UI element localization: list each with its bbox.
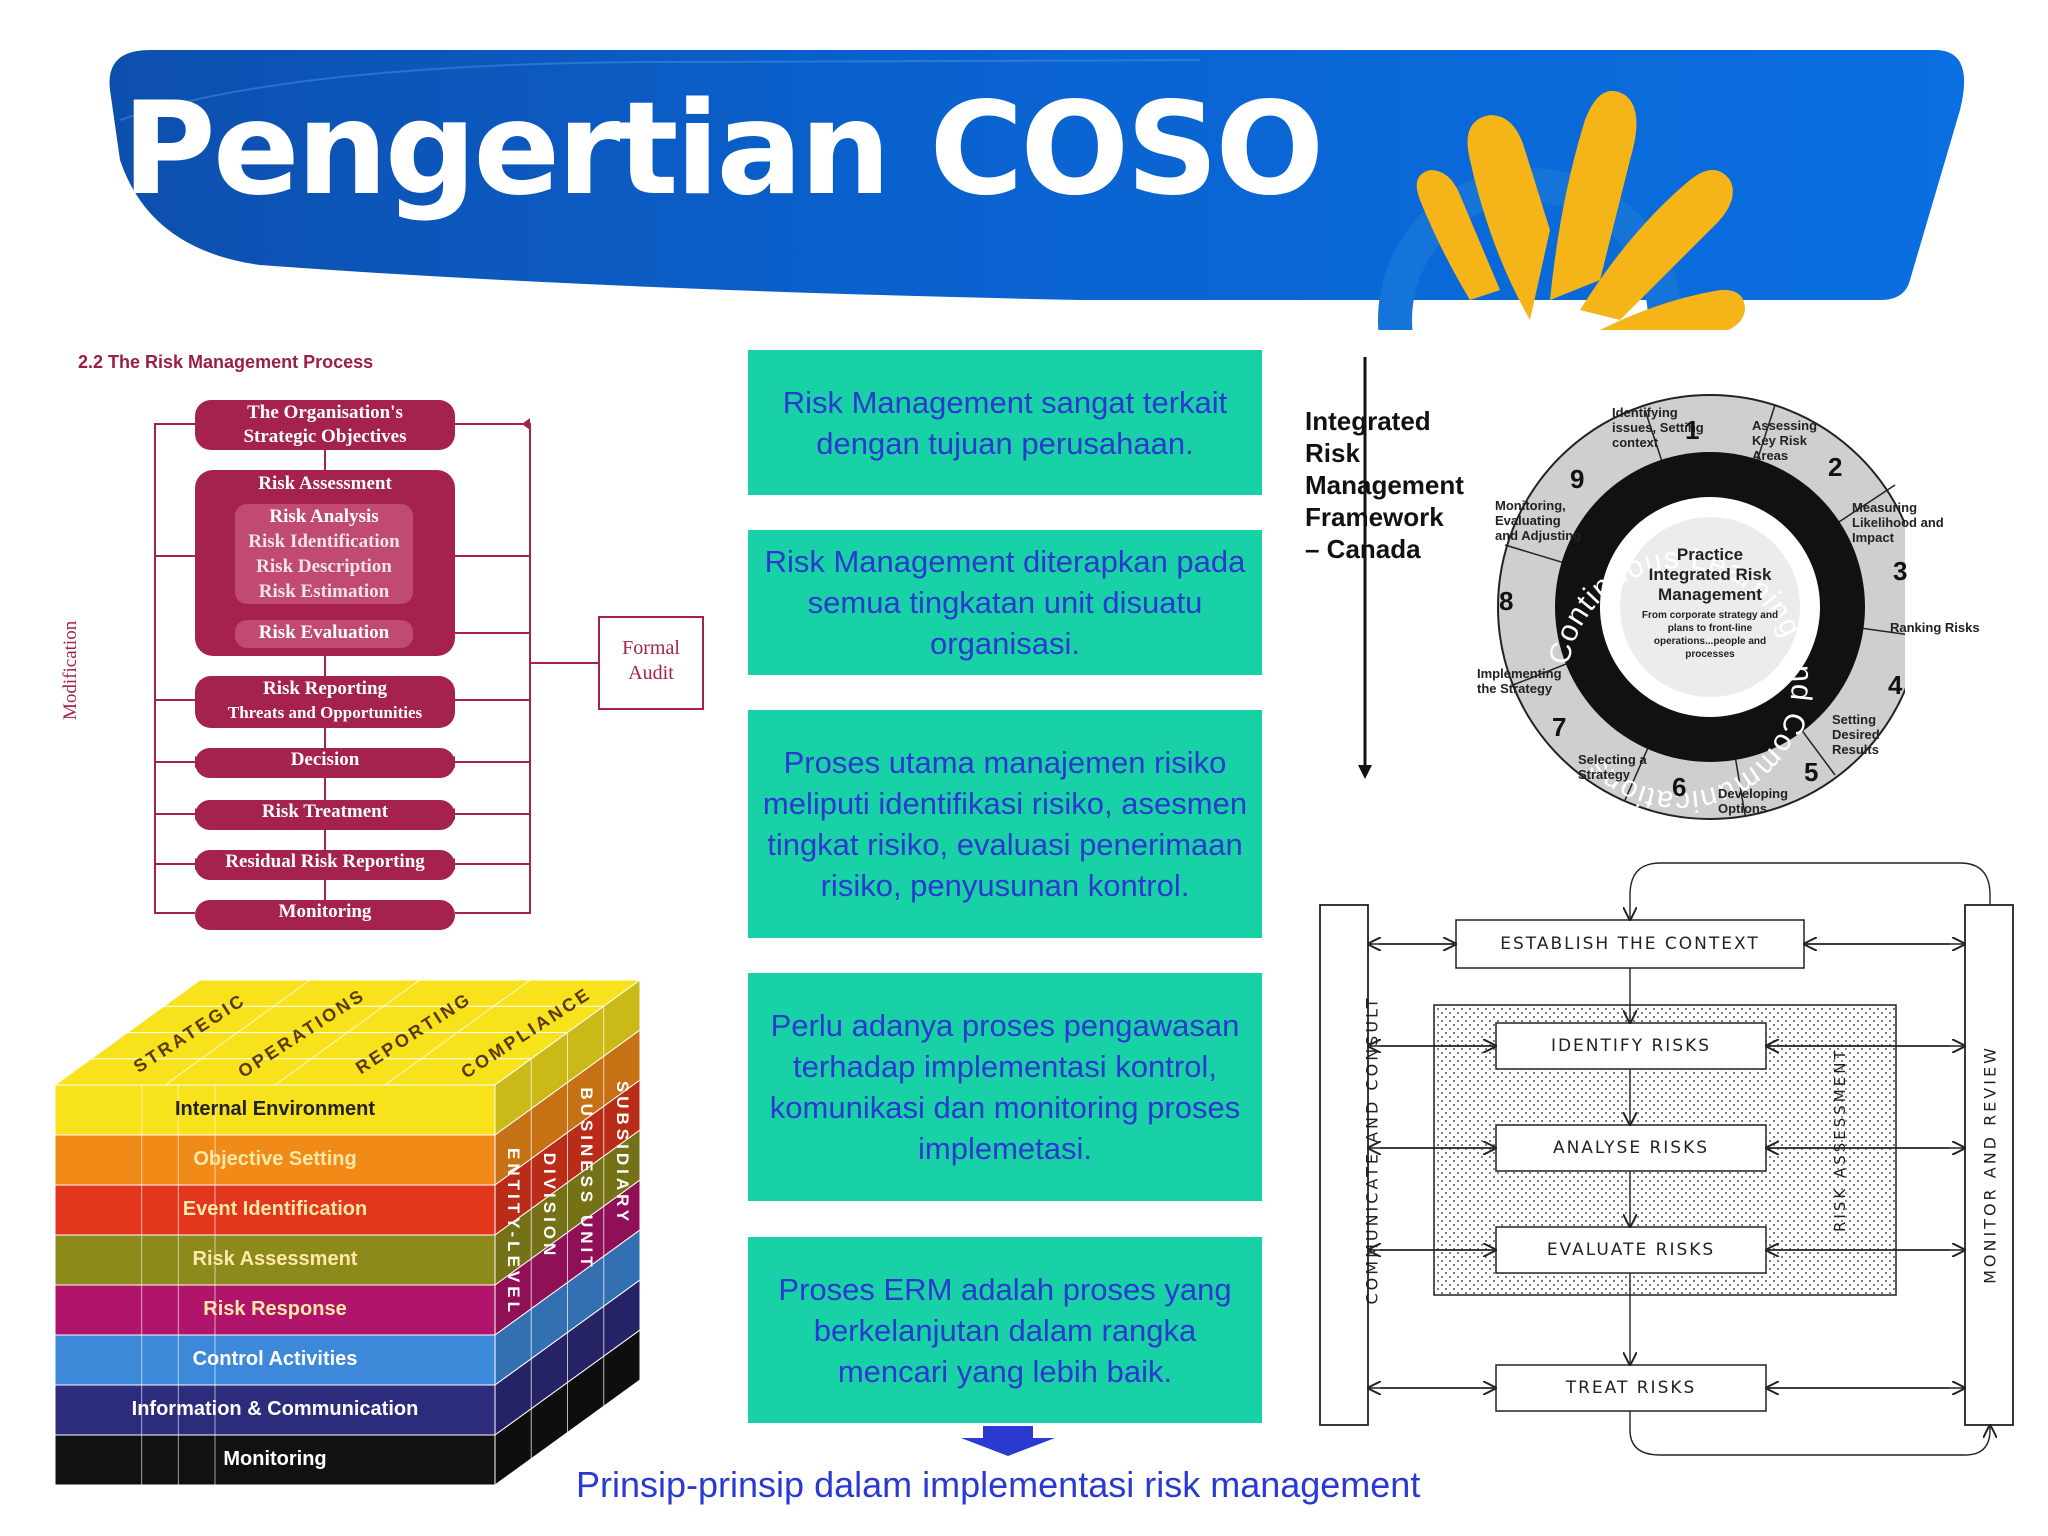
irm-step-1-label: Identifying issues, Setting context <box>1612 405 1704 450</box>
irm-step-9-number: 9 <box>1570 464 1585 494</box>
header-banner <box>109 50 1965 330</box>
irm-step-2-number: 2 <box>1828 452 1843 482</box>
irm-step-3-label: Measuring Likelihood and Impact <box>1852 500 1944 545</box>
irm-line4: Framework <box>1305 502 1444 532</box>
monitoring-box: Monitoring <box>195 900 455 930</box>
risk-treatment-label: Risk Treatment <box>261 801 389 822</box>
rmp-heading: 2.2 The Risk Management Process <box>78 352 374 372</box>
establish-context-label: ESTABLISH THE CONTEXT <box>1500 934 1760 954</box>
irm-step-1-number: 1 <box>1685 415 1700 445</box>
cube-layer-label-4: Risk Response <box>203 1298 347 1320</box>
irm-cycle-diagram: Continuous Learning and Communications <box>1497 394 1905 820</box>
text-box-4-text: Perlu adanya proses pengawasan terhadap … <box>769 1008 1241 1166</box>
risk-reporting-sub: Threats and Opportunities <box>227 703 423 722</box>
risk-reporting-label: Risk Reporting <box>262 678 388 699</box>
risk-assessment-label: RISK ASSESSMENT <box>1831 1047 1849 1232</box>
objectives-box: The Organisation's Strategic Objectives <box>195 400 455 450</box>
text-box-4: Perlu adanya proses pengawasan terhadap … <box>748 973 1262 1201</box>
cube-side-label-1: DIVISION <box>540 1152 560 1259</box>
monitoring-label: Monitoring <box>278 901 372 922</box>
irm-arrow <box>1358 357 1372 779</box>
risk-reporting-box: Risk Reporting Threats and Opportunities <box>195 676 455 728</box>
decision-box: Decision <box>195 748 455 778</box>
irm-step-9-label: Monitoring, Evaluating and Adjusting <box>1495 498 1582 543</box>
risk-estimation-label: Risk Estimation <box>258 581 390 602</box>
evaluate-risks-label: EVALUATE RISKS <box>1546 1240 1716 1260</box>
objectives-line2: Strategic Objectives <box>243 426 407 447</box>
irm-step-4-number: 4 <box>1888 670 1903 700</box>
cube-side-label-0: ENTITY-LEVEL <box>504 1147 524 1316</box>
hand-logo-icon <box>1378 90 1745 330</box>
cube-top-grid-line <box>274 979 421 1086</box>
analyse-risks-label: ANALYSE RISKS <box>1552 1138 1710 1158</box>
page-title: Pengertian COSO <box>122 75 1324 224</box>
text-box-2-text: Risk Management diterapkan pada semua ti… <box>764 544 1246 661</box>
irm-line3: Management <box>1305 470 1464 500</box>
cube-layer-label-2: Event Identification <box>182 1198 368 1220</box>
communicate-consult-label: COMMUNICATE AND CONSULT <box>1362 995 1382 1305</box>
objectives-line1: The Organisation's <box>247 402 403 423</box>
text-box-5: Proses ERM adalah proses yang berkelanju… <box>748 1237 1262 1423</box>
iso-process-diagram <box>1319 862 2014 1456</box>
formal-audit-line2: Audit <box>628 662 674 684</box>
identify-risks-label: IDENTIFY RISKS <box>1550 1036 1712 1056</box>
risk-identification-label: Risk Identification <box>248 531 400 552</box>
irm-step-3-number: 3 <box>1893 556 1908 586</box>
irm-line1: Integrated <box>1305 406 1431 436</box>
formal-audit-line1: Formal <box>622 637 680 659</box>
monitor-review-label: MONITOR AND REVIEW <box>1980 1045 2000 1284</box>
risk-assessment-label: Risk Assessment <box>258 473 392 494</box>
cube-layer-label-3: Risk Assessment <box>192 1248 358 1270</box>
irm-center-1: Practice <box>1676 545 1744 564</box>
residual-reporting-label: Residual Risk Reporting <box>225 851 425 872</box>
irm-title: Integrated Risk Management Framework – C… <box>1305 405 1464 565</box>
text-box-1: Risk Management sangat terkait dengan tu… <box>748 350 1262 495</box>
irm-step-8-label: Implementing the Strategy <box>1477 666 1562 696</box>
irm-step-5-label: Setting Desired Results <box>1832 712 1880 757</box>
text-box-3-text: Proses utama manajemen risiko meliputi i… <box>762 745 1248 903</box>
risk-evaluation-label: Risk Evaluation <box>258 622 390 643</box>
text-box-3: Proses utama manajemen risiko meliputi i… <box>748 710 1262 938</box>
cube-layer-label-7: Monitoring <box>223 1448 327 1470</box>
irm-center-3: Management <box>1658 585 1762 604</box>
risk-treatment-box: Risk Treatment <box>195 800 455 830</box>
treat-risks-label: TREAT RISKS <box>1565 1378 1697 1398</box>
risk-analysis-box: Risk Analysis Risk Identification Risk D… <box>235 504 413 604</box>
footer-caption: Prinsip-prinsip dalam implementasi risk … <box>576 1464 1421 1505</box>
irm-step-7-number: 7 <box>1552 712 1567 742</box>
text-box-5-text: Proses ERM adalah proses yang berkelanju… <box>778 1271 1232 1389</box>
irm-step-6-number: 6 <box>1672 772 1687 802</box>
cube-top-grid-line <box>164 979 311 1086</box>
down-arrow-icon <box>961 1426 1055 1456</box>
text-box-2: Risk Management diterapkan pada semua ti… <box>748 530 1262 675</box>
irm-step-7-label: Selecting a Strategy <box>1578 752 1647 782</box>
risk-description-label: Risk Description <box>256 556 392 577</box>
irm-line2: Risk <box>1305 438 1360 468</box>
irm-center-sub: From corporate strategy and plans to fro… <box>1641 610 1779 660</box>
decision-label: Decision <box>290 749 360 770</box>
cube-layer-label-5: Control Activities <box>192 1348 358 1370</box>
cube-layer-label-0: Internal Environment <box>174 1098 376 1120</box>
risk-analysis-label: Risk Analysis <box>269 506 379 527</box>
cube-layer-label-6: Information & Communication <box>131 1398 419 1420</box>
cube-layer-label-1: Objective Setting <box>193 1148 357 1170</box>
cube-side-label-3: SUBSIDIARY <box>612 1081 632 1226</box>
cube-top-grid-line <box>384 979 531 1086</box>
irm-step-8-number: 8 <box>1499 586 1514 616</box>
irm-center: Practice Integrated Risk Management From… <box>1640 545 1780 661</box>
irm-step-5-number: 5 <box>1804 757 1819 787</box>
irm-center-2: Integrated Risk <box>1648 565 1772 584</box>
irm-step-4-label: Ranking Risks <box>1890 620 1980 635</box>
irm-step-6-label: Developing Options <box>1718 786 1789 816</box>
residual-reporting-box: Residual Risk Reporting <box>195 850 455 880</box>
irm-step-2-label: Assessing Key Risk Areas <box>1752 418 1818 463</box>
formal-audit-box: Formal Audit <box>598 616 704 710</box>
irm-line5: – Canada <box>1305 534 1421 564</box>
text-box-1-text: Risk Management sangat terkait dengan tu… <box>782 384 1228 461</box>
cube-side-label-2: BUSINESS UNIT <box>576 1087 596 1272</box>
risk-evaluation-box: Risk Evaluation <box>235 620 413 648</box>
